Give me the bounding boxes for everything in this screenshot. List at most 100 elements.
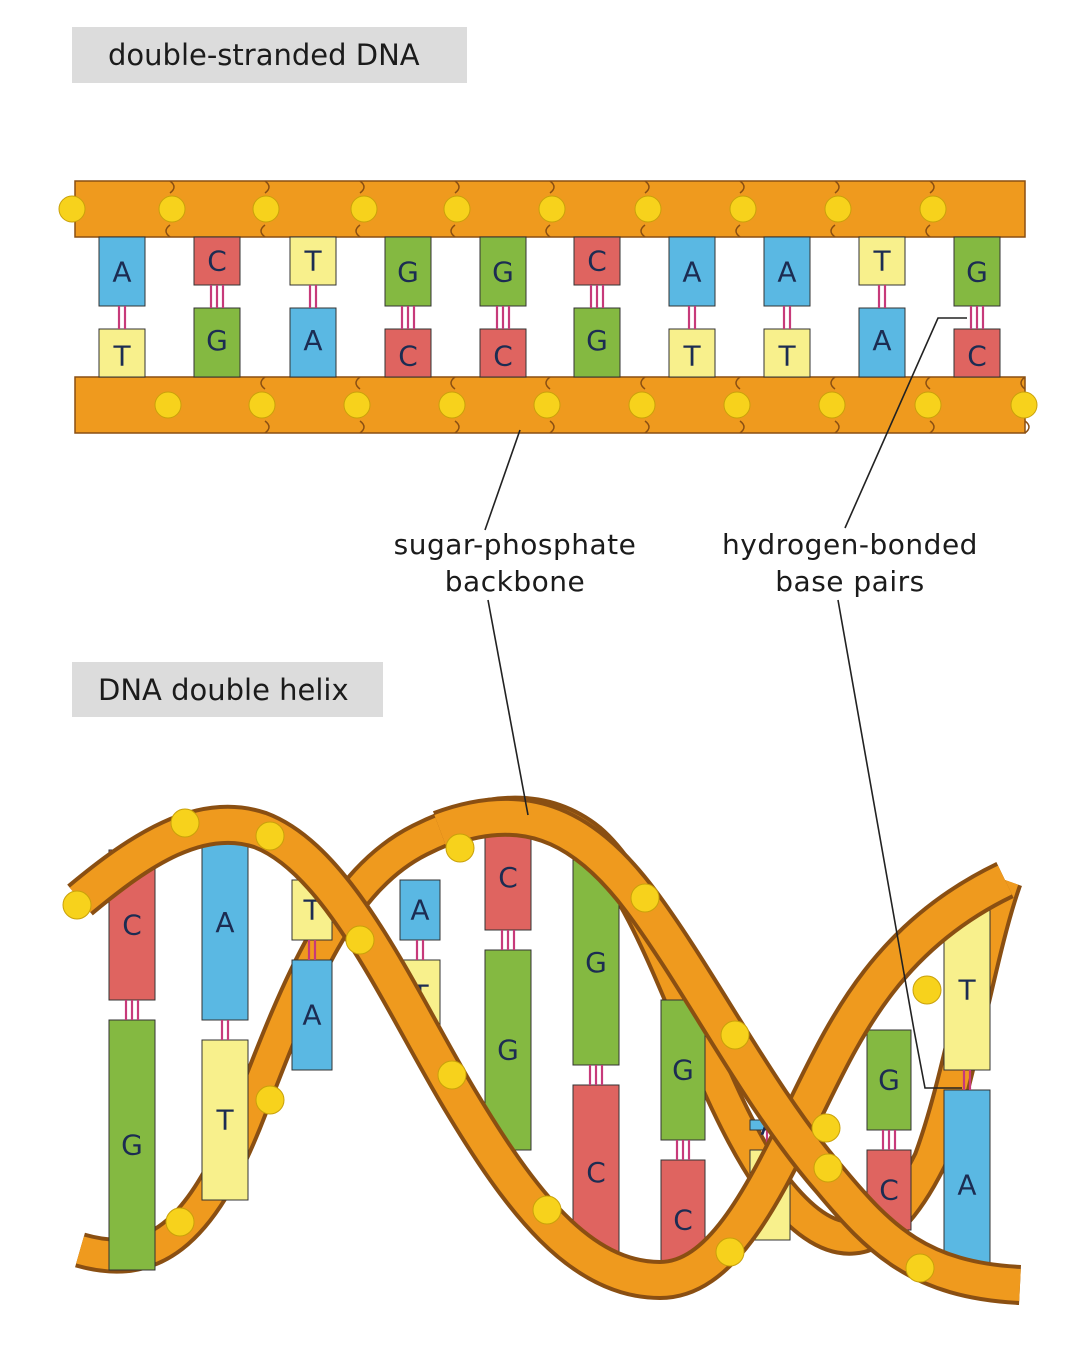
helix-base-T [201,1039,249,1201]
helix-base-letter: C [498,861,518,894]
backbone-leader-line [484,429,521,531]
bottom-backbone-joint [1020,376,1030,434]
helix-base-letter: C [673,1204,693,1237]
helix-phosphate-dot [905,1253,935,1283]
helix-hydrogen-bond [220,1020,230,1040]
double-stranded-dna-title: double-stranded DNA [72,27,467,83]
helix-phosphate-dot [255,1085,285,1115]
phosphate-dot [158,195,186,223]
top-backbone-joint [735,180,745,238]
helix-base-letter: A [302,999,321,1032]
base-top-T [858,236,906,286]
helix-base-letter: A [215,906,234,939]
base-letter-bottom: A [303,324,322,357]
helix-base-pair: GC [660,999,706,1281]
phosphate-dot [350,195,378,223]
helix-base-letter: G [878,1064,900,1097]
helix-base-letter: T [957,974,976,1007]
base-bottom-C [479,328,527,378]
top-backbone-joint [260,180,270,238]
helix-phosphate-dot [165,1207,195,1237]
base-letter-bottom: G [206,324,228,357]
helix-hydrogen-bond [124,1000,140,1020]
helix-phosphate-dot [170,808,200,838]
base-pair-bond [877,285,887,308]
top-backbone-joint [355,180,365,238]
helix-base-letter: G [121,1129,143,1162]
helix-base-letter: G [585,946,607,979]
phosphate-dot [438,391,466,419]
helix-base-pair: AT [201,824,249,1201]
base-letter-top: C [587,245,607,278]
base-bottom-A [858,307,906,378]
top-backbone-joint [165,180,175,238]
helix-phosphate-dot [811,1113,841,1143]
base-letter-top: G [966,256,988,289]
phosphate-dot [729,195,757,223]
base-letter-bottom: C [967,340,987,373]
top-backbone-joint [925,180,935,238]
callout-leader-lines [484,317,967,1089]
helix-base-C [484,824,532,931]
phosphate-dot [154,391,182,419]
top-backbone-joint [545,180,555,238]
helix-base-pair: GC [572,859,620,1261]
base-letter-top: C [207,245,227,278]
bottom-backbone-joint [450,376,460,434]
base-letter-top: A [682,256,701,289]
hbond-leader-line [844,317,967,529]
helix-base-T [943,909,991,1071]
base-pair-bond [308,285,318,308]
base-pair-bond [969,306,985,329]
phosphate-dot [1010,391,1038,419]
helix-phosphate-dot [345,925,375,955]
helix-base-letter: A [410,894,429,927]
helix-base-letter: C [586,1156,606,1189]
base-pair-bond [117,306,127,329]
helix-phosphate-dot [255,821,285,851]
bottom-backbone-joint [830,376,840,434]
helix-base-letter: A [957,1169,976,1202]
backbone-leader-line-lower [487,599,529,816]
helix-hydrogen-bond [881,1130,897,1150]
helix-base-letter: T [302,894,321,927]
phosphate-dot [252,195,280,223]
phosphate-dot [628,391,656,419]
hbond-leader-line-lower [837,599,962,1089]
base-top-A [668,236,716,307]
helix-base-pair: CG [484,824,532,1151]
bottom-backbone-joint [925,376,935,434]
helix-base-G [108,1019,156,1271]
sugar-phosphate-backbone-label: sugar-phosphate backbone [380,526,650,600]
base-top-T [289,236,337,286]
helix-hydrogen-bond [415,940,425,960]
bottom-backbone-joint [260,376,270,434]
phosphate-dot [723,391,751,419]
helix-hydrogen-bond [588,1065,604,1085]
helix-hydrogen-bond [675,1140,691,1160]
base-bottom-A [289,307,337,378]
dna-double-helix-title: DNA double helix [72,662,383,717]
bottom-backbone-joint [735,376,745,434]
helix-phosphate-dot [532,1195,562,1225]
helix-phosphate-dot [445,833,475,863]
phosphate-dot [538,195,566,223]
hbond-label-line2: base pairs [775,565,925,598]
base-pair-bond [589,285,605,308]
helix-phosphate-dot [630,883,660,913]
helix-phosphate-dot [813,1153,843,1183]
helix-base-letter: G [672,1054,694,1087]
hydrogen-bonded-base-pairs-label: hydrogen-bonded base pairs [705,526,995,600]
base-bottom-C [384,328,432,378]
helix-base-A [291,959,333,1071]
helix-phosphate-dot [912,975,942,1005]
helix-base-G [866,1029,912,1131]
base-pair-bond [209,285,225,308]
phosphate-dot [443,195,471,223]
bottom-backbone-joint [355,376,365,434]
phosphate-dot [818,391,846,419]
bottom-backbone-joint [640,376,650,434]
